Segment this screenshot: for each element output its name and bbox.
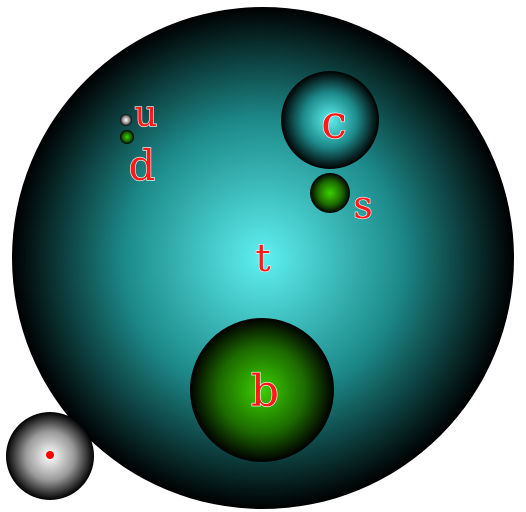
quark-s-label: s: [353, 183, 373, 227]
quark-u-label: u: [134, 94, 157, 135]
quark-u: u: [120, 93, 158, 136]
quark-d-sphere: [120, 130, 134, 144]
quark-b-sphere: [190, 318, 334, 462]
quark-c: c: [281, 71, 379, 169]
quark-c-sphere: [281, 71, 379, 169]
reference-sphere: [6, 412, 94, 500]
quark-d-label: d: [129, 141, 156, 190]
quark-s-sphere: [310, 173, 350, 213]
quark-s: s: [310, 173, 373, 228]
quark-u-sphere: [120, 114, 132, 126]
quark-b-label: b: [251, 366, 279, 417]
quark-t-sphere: [12, 7, 514, 509]
quark-d: d: [120, 130, 156, 191]
quark-b: b: [190, 318, 334, 462]
quark-t-label: t: [255, 236, 270, 280]
quark-t: t: [12, 7, 514, 509]
quark-c-label: c: [321, 95, 347, 149]
reference-dot: [46, 451, 54, 459]
